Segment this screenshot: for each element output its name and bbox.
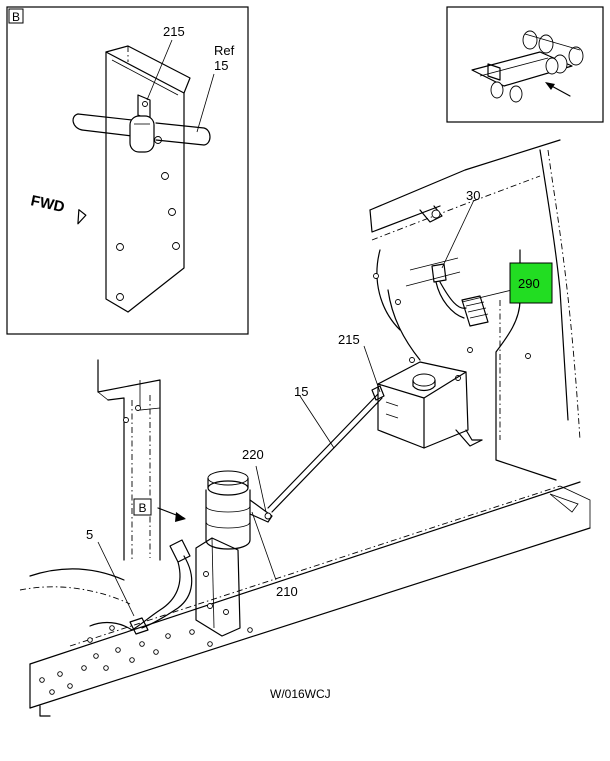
mounting-bracket-210 xyxy=(195,537,241,637)
detail-bracket xyxy=(105,45,191,313)
callout-290: 290 xyxy=(518,276,540,291)
detail-view-tag: B xyxy=(12,10,20,24)
fwd-indicator: FWD xyxy=(29,192,87,225)
detail-view-b: B 215 xyxy=(6,6,249,335)
detail-b-pointer: B xyxy=(133,498,152,516)
tube-15 xyxy=(267,385,385,513)
callout-215-main: 215 xyxy=(338,332,360,347)
reservoir-tank xyxy=(377,361,483,449)
frame-rail xyxy=(29,481,591,717)
detail-tube xyxy=(72,113,211,153)
leader-lines xyxy=(97,199,513,617)
harness-connector xyxy=(431,263,489,327)
cab-support-post xyxy=(19,359,161,605)
fwd-label: FWD xyxy=(29,192,66,216)
frame-rail-holes xyxy=(39,625,253,695)
callout-290-highlight: 290 xyxy=(509,262,553,304)
callout-215-detail: 215 xyxy=(163,24,185,39)
detail-b-pointer-label: B xyxy=(138,501,146,515)
callout-220: 220 xyxy=(242,447,264,462)
locator-view xyxy=(446,6,604,123)
canister-assembly xyxy=(205,470,273,550)
drawing-id: W/016WCJ xyxy=(270,687,331,701)
callout-ref-line1: Ref xyxy=(214,43,235,58)
truck-chassis-sketch xyxy=(471,30,584,103)
wiring-harness xyxy=(89,539,193,635)
callout-ref-line2: 15 xyxy=(214,58,228,73)
callout-210: 210 xyxy=(276,584,298,599)
callout-15-main: 15 xyxy=(294,384,308,399)
cab-wall xyxy=(369,139,581,481)
callout-5: 5 xyxy=(86,527,93,542)
callout-30: 30 xyxy=(466,188,480,203)
main-assembly: 30 290 215 15 220 B 5 210 xyxy=(19,139,591,717)
